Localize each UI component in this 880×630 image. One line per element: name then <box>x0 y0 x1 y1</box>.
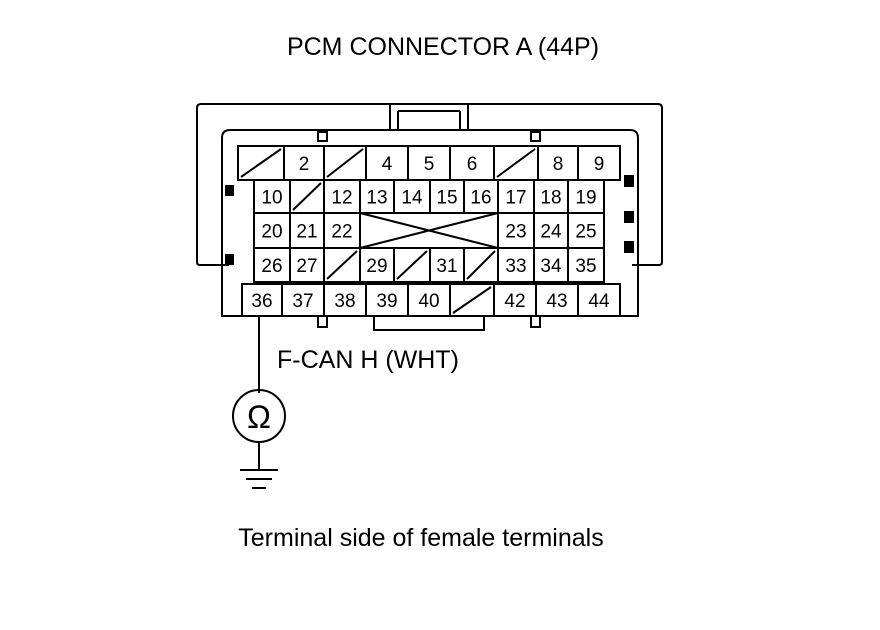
unused-cavity-cross <box>359 212 499 249</box>
terminal-number: 29 <box>366 256 387 277</box>
terminal-number: 10 <box>261 188 282 209</box>
terminal-number: 17 <box>505 188 526 209</box>
terminal-number: 36 <box>251 291 272 312</box>
connector-housing <box>221 129 639 317</box>
terminal-number: 18 <box>540 188 561 209</box>
terminal-number: 43 <box>546 291 567 312</box>
terminal-number: 20 <box>261 222 282 243</box>
terminal-number: 40 <box>418 291 439 312</box>
terminal-number: 24 <box>540 222 562 243</box>
terminal-number: 8 <box>553 154 564 175</box>
unused-cavity-slash <box>496 148 536 178</box>
ground-icon <box>240 469 278 489</box>
unused-cavity-slash <box>452 286 492 314</box>
terminal-number: 42 <box>504 291 525 312</box>
ohm-symbol: Ω <box>247 399 271 435</box>
terminal-number: 15 <box>436 188 457 209</box>
unused-cavity-slash <box>466 250 496 280</box>
terminal-number: 38 <box>334 291 355 312</box>
connector-top-latch <box>389 103 469 131</box>
terminal-number: 14 <box>401 188 423 209</box>
terminal-number: 6 <box>467 154 478 175</box>
terminal-number: 33 <box>505 256 526 277</box>
probe-label: F-CAN H (WHT) <box>277 346 459 374</box>
terminal-number: 26 <box>261 256 282 277</box>
diagram-caption: Terminal side of female terminals <box>238 524 603 552</box>
terminal-number: 25 <box>575 222 596 243</box>
terminal-number: 39 <box>376 291 397 312</box>
unused-cavity-slash <box>326 148 364 178</box>
terminal-35 <box>567 247 605 283</box>
terminal-number: 44 <box>588 291 610 312</box>
terminal-number: 19 <box>575 188 596 209</box>
terminal-number: 4 <box>382 154 393 175</box>
terminal-number: 27 <box>296 256 317 277</box>
terminal-number: 12 <box>331 188 352 209</box>
unused-cavity-slash <box>326 250 358 280</box>
terminal-number: 22 <box>331 222 352 243</box>
terminal-number: 13 <box>366 188 387 209</box>
unused-cavity-slash <box>292 182 322 211</box>
terminal-number: 35 <box>575 256 596 277</box>
terminal-number: 21 <box>296 222 317 243</box>
terminal-number: 34 <box>540 256 562 277</box>
terminal-number: 9 <box>594 154 605 175</box>
unused-cavity-slash <box>240 148 282 178</box>
diagram-title: PCM CONNECTOR A (44P) <box>287 33 599 61</box>
terminal-44 <box>577 283 621 317</box>
terminal-number: 16 <box>470 188 491 209</box>
terminal-number: 31 <box>436 256 457 277</box>
terminal-number: 2 <box>299 154 310 175</box>
unused-cavity-slash <box>396 250 428 280</box>
terminal-number: 5 <box>424 154 435 175</box>
terminal-number: 23 <box>505 222 526 243</box>
terminal-number: 37 <box>292 291 313 312</box>
